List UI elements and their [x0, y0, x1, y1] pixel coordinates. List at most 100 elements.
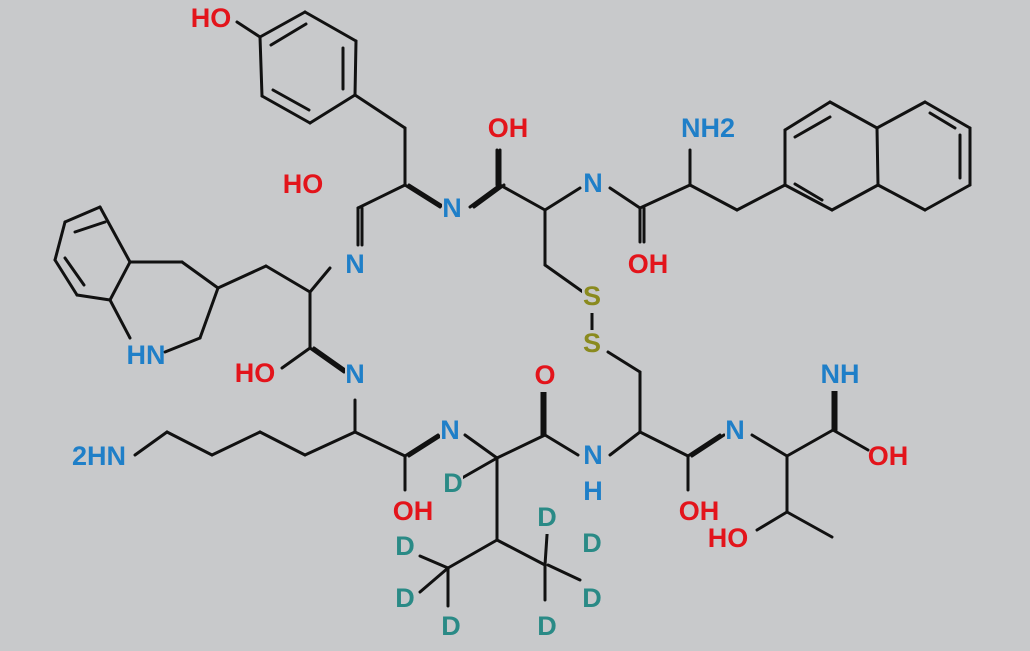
atom-text: N [442, 193, 462, 223]
atom-label-d-me2b: D [582, 583, 602, 615]
atom-text: D [537, 502, 557, 532]
atom-text: S [583, 281, 601, 311]
bond [686, 433, 722, 458]
bond [793, 182, 824, 202]
bond [260, 94, 312, 125]
atom-text: HO [283, 169, 324, 199]
atom-text: N [440, 415, 460, 445]
atom-label-d-beta: D [537, 502, 557, 534]
atom-label-n-lys: N [345, 359, 365, 391]
atom-label-n-thr: N [725, 415, 745, 447]
atom-text: OH [679, 496, 720, 526]
bond [73, 220, 107, 234]
bond [63, 256, 86, 287]
atom-label-nh-cys2: N [583, 440, 603, 472]
atom-text: OH [628, 249, 669, 279]
atom-text: D [443, 468, 463, 498]
atom-text: OH [393, 496, 434, 526]
atom-text: OH [868, 441, 909, 471]
atom-label-d-me2c: D [537, 611, 557, 643]
bond [543, 186, 582, 212]
atom-text: H [583, 476, 603, 506]
atom-text: N [345, 359, 365, 389]
bond [608, 430, 642, 457]
bond [793, 115, 832, 139]
atom-text: HN [127, 340, 166, 370]
bond [75, 293, 112, 302]
atom-text: D [441, 611, 461, 641]
atom-text: D [582, 583, 602, 613]
bond [750, 433, 789, 458]
bond [264, 264, 312, 294]
atom-label-o-val: O [534, 360, 556, 392]
atom-label-d-me1c: D [441, 611, 461, 643]
bond [98, 205, 132, 264]
bond [783, 100, 832, 132]
atom-label-oh-nal: OH [628, 249, 669, 281]
bond [108, 298, 132, 340]
bond [638, 183, 692, 210]
atom-label-ho-trp-co: HO [235, 358, 275, 390]
bond [53, 220, 67, 262]
atom-text: N [725, 415, 745, 445]
bond [830, 183, 880, 212]
atom-text: N [345, 249, 365, 279]
bond [688, 183, 739, 212]
atom-label-oh-cys2-co: OH [679, 496, 720, 528]
atom-text: D [395, 531, 415, 561]
atom-text: D [582, 528, 602, 558]
atom-text: D [537, 611, 557, 641]
bond [468, 183, 502, 209]
bond [606, 350, 642, 374]
bond [353, 93, 407, 130]
bond [235, 20, 262, 39]
bond [53, 258, 79, 297]
atom-label-n-val: N [440, 415, 460, 447]
bond [210, 430, 262, 457]
bond [928, 111, 957, 130]
bond [783, 183, 834, 212]
bond [280, 346, 312, 370]
bond [418, 554, 450, 570]
atom-label-oh-cys1: OH [488, 113, 528, 145]
bond [108, 260, 132, 302]
atom-label-h-cys2: H [583, 476, 603, 508]
bond [407, 183, 446, 209]
atom-label-d-alpha: D [443, 468, 463, 500]
atom-label-oh-thr-c: OH [868, 441, 909, 473]
bond [608, 186, 642, 210]
bond [543, 433, 580, 457]
bond [308, 93, 357, 125]
bond [165, 430, 214, 457]
bond [63, 205, 102, 224]
atom-label-hn-indole: HN [127, 340, 166, 372]
bond [216, 264, 268, 290]
bond [308, 266, 332, 294]
atom-label-d-me2a: D [582, 528, 602, 560]
bond [163, 336, 202, 354]
bond [498, 183, 547, 212]
atom-label-ho-thr: HO [708, 523, 748, 555]
bond [546, 563, 582, 582]
bond [495, 538, 547, 567]
atom-text: S [583, 328, 601, 358]
bond [407, 433, 444, 458]
bond [258, 10, 307, 39]
bond [876, 183, 927, 212]
bond [303, 430, 357, 457]
bond [831, 428, 870, 452]
bond [755, 510, 789, 532]
atom-label-nh2-nal: NH2 [681, 113, 735, 145]
bond [356, 183, 407, 210]
bond [198, 286, 220, 340]
bond [495, 433, 547, 460]
atom-text: N [583, 168, 603, 198]
atom-label-d-me1b: D [395, 583, 415, 615]
atom-label-n-cys1: N [583, 168, 603, 200]
bond [271, 88, 311, 112]
bond [875, 126, 880, 187]
atom-label-n-tyr: N [442, 193, 462, 225]
bond [638, 430, 690, 458]
